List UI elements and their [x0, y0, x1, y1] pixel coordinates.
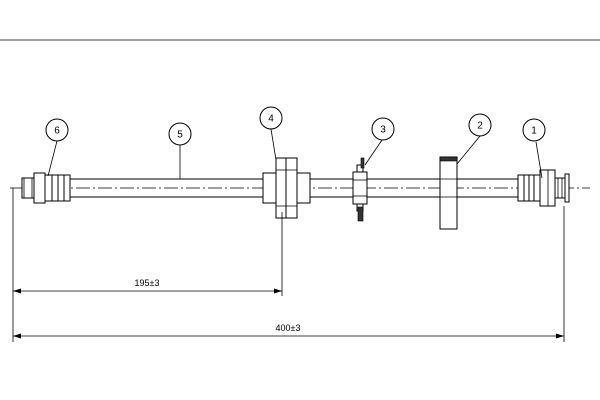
- clip: [352, 157, 368, 222]
- dimension-overall-label: 400±3: [276, 323, 301, 333]
- callout-5: 5: [168, 122, 192, 146]
- dimension-overall: 400±3: [13, 323, 564, 339]
- callout-4-number: 4: [268, 114, 274, 125]
- right-end-fitting: [517, 169, 570, 207]
- dimension-partial-label: 195±3: [135, 278, 160, 288]
- callout-2-number: 2: [477, 121, 483, 132]
- bracket-plate: [439, 156, 458, 230]
- callout-6-number: 6: [54, 126, 60, 137]
- callout-3: 3: [371, 117, 395, 141]
- callout-5-number: 5: [177, 130, 183, 141]
- callout-4: 4: [259, 106, 283, 130]
- callout-1: 1: [522, 118, 546, 142]
- callout-1-number: 1: [531, 126, 537, 137]
- callout-2: 2: [468, 113, 492, 137]
- callout-6: 6: [45, 118, 69, 142]
- dimension-partial: 195±3: [13, 278, 282, 294]
- leader-lines: [47, 128, 543, 179]
- left-end-fitting: [21, 172, 71, 204]
- callout-3-number: 3: [380, 125, 386, 136]
- extension-lines: [12, 188, 565, 342]
- grommet: [262, 157, 311, 219]
